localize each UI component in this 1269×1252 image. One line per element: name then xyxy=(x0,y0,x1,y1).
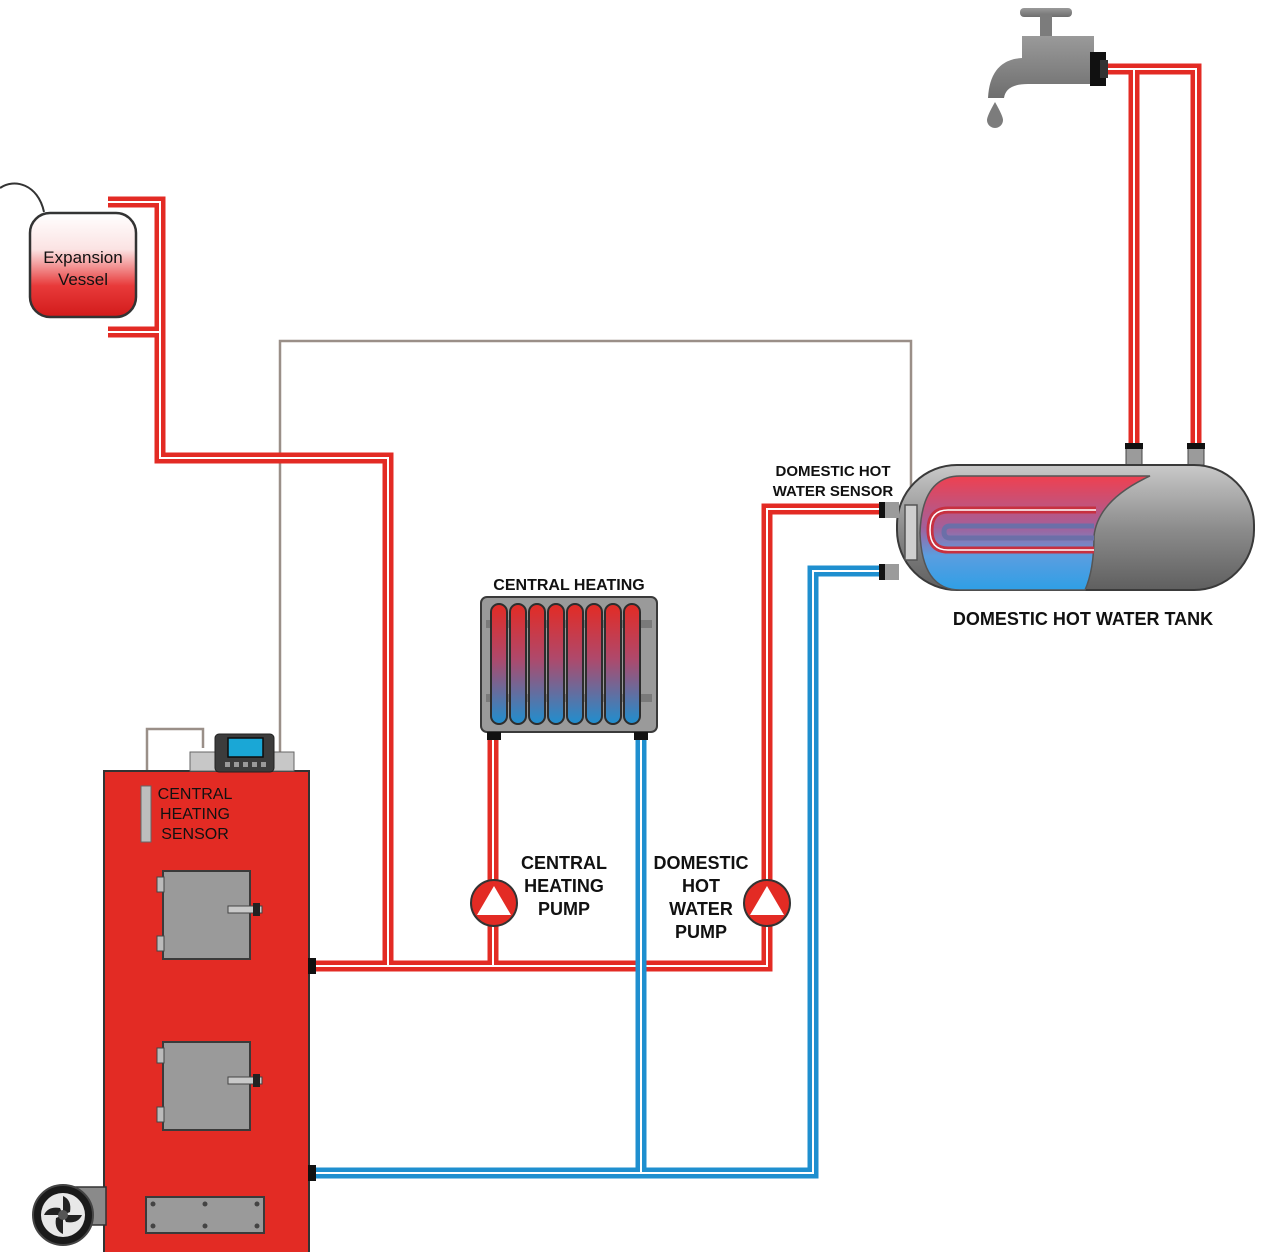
water-tap-icon xyxy=(987,8,1108,128)
domestic-hot-water-pump-label-line2: HOT xyxy=(682,876,720,896)
boiler-upper-door xyxy=(156,870,263,960)
central-heating-pump xyxy=(470,879,518,927)
water-drop-icon xyxy=(987,102,1003,128)
central-heating-sensor-label-line1: CENTRAL xyxy=(158,786,233,803)
central-heating-pump-label-line2: HEATING xyxy=(524,876,604,896)
cold-pipes xyxy=(311,565,880,1179)
central-heating-pump-label-line1: CENTRAL xyxy=(521,853,607,873)
domestic-hot-water-pump-label-line3: WATER xyxy=(669,899,733,919)
boiler xyxy=(32,733,316,1252)
domestic-hot-water-tank xyxy=(879,443,1255,591)
controller-display-icon xyxy=(214,733,275,773)
tank-heating-coil xyxy=(926,506,1096,554)
boiler-lower-door xyxy=(156,1041,263,1131)
central-heating-radiator xyxy=(480,596,658,740)
expansion-vessel-label-line1: Expansion xyxy=(43,248,122,267)
tank-sensor-pocket xyxy=(904,504,918,561)
vessel-vent-cable xyxy=(0,182,45,213)
domestic-hot-water-sensor-label-line2: WATER SENSOR xyxy=(773,483,894,500)
radiator-fins xyxy=(490,603,641,725)
boiler-sensor-probe xyxy=(140,785,152,843)
domestic-hot-water-sensor-label-line1: DOMESTIC HOT xyxy=(776,463,891,480)
domestic-hot-water-pump-label-line1: DOMESTIC xyxy=(653,853,748,873)
central-heating-pump-label-line3: PUMP xyxy=(538,899,590,919)
central-heating-label: CENTRAL HEATING xyxy=(493,577,644,594)
central-heating-sensor-label-line3: SENSOR xyxy=(161,826,229,843)
domestic-hot-water-tank-label: DOMESTIC HOT WATER TANK xyxy=(953,609,1213,629)
central-heating-sensor-label-line2: HEATING xyxy=(160,806,230,823)
expansion-vessel: Expansion Vessel xyxy=(0,182,138,319)
tank-water-cutaway xyxy=(919,475,1151,591)
domestic-hot-water-pump xyxy=(743,879,791,927)
boiler-ash-panel xyxy=(145,1196,265,1234)
boiler-sensor-wire xyxy=(145,727,205,787)
sensor-wires xyxy=(145,339,913,787)
domestic-hot-water-pump-label-line4: PUMP xyxy=(675,922,727,942)
expansion-vessel-label-line2: Vessel xyxy=(58,270,108,289)
hot-pipes xyxy=(108,63,1202,972)
fan-icon xyxy=(32,1184,107,1246)
tank-sensor-wire xyxy=(278,339,913,752)
